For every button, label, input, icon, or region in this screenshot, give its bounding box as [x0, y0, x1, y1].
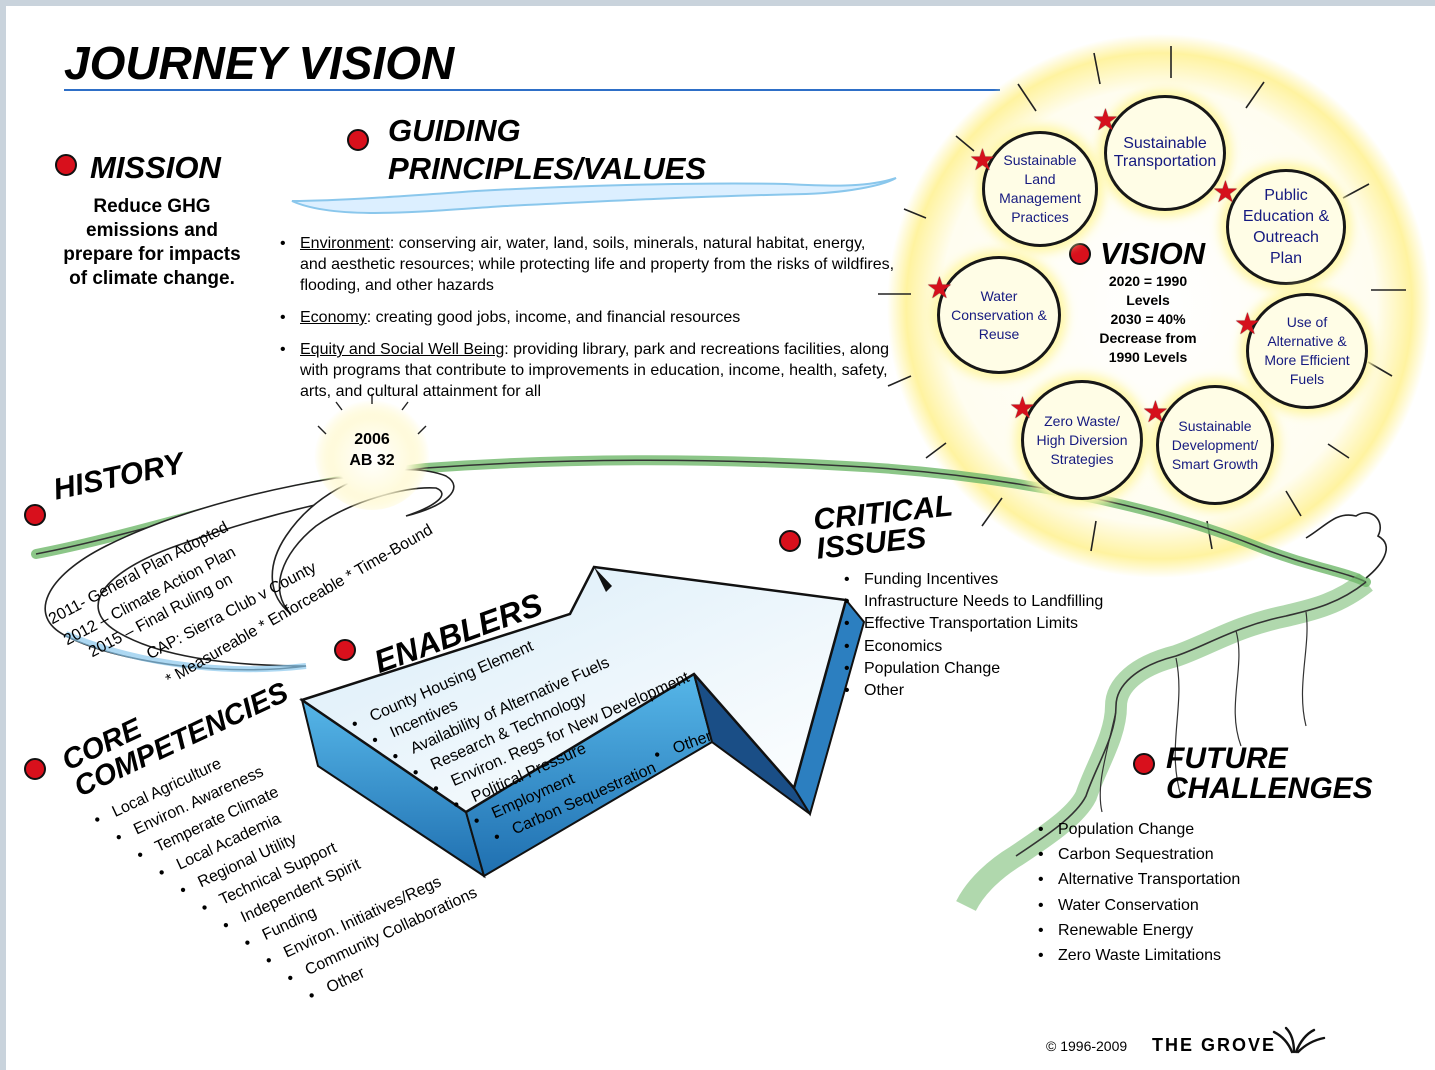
slide: JOURNEY VISION MISSION Reduce GHG emissi…: [6, 6, 1435, 1070]
future-heading: FUTURE CHALLENGES: [1166, 744, 1373, 804]
guiding-item-environment: Environment: conserving air, water, land…: [278, 233, 896, 296]
critical-item: Funding Incentives: [842, 569, 1103, 591]
vision-line: 2020 = 1990: [1108, 273, 1188, 289]
goal-label: Sustainable Land Management Practices: [999, 152, 1081, 225]
star-icon: ★: [969, 144, 996, 177]
goal-label: Water Conservation & Reuse: [951, 287, 1047, 342]
vision-bullet-icon: [1069, 243, 1091, 265]
critical-item: Population Change: [842, 658, 1103, 680]
vision-line: 2030 = 40%: [1110, 311, 1186, 327]
guiding-text: : conserving air, water, land, soils, mi…: [300, 235, 895, 294]
mission-heading: MISSION: [90, 150, 221, 185]
guiding-text: : creating good jobs, income, and financ…: [366, 309, 741, 326]
milestone-year: 2006: [354, 431, 390, 448]
milestone-label: 2006 AB 32: [332, 429, 412, 471]
critical-item: Infrastructure Needs to Landfilling: [842, 591, 1103, 613]
guiding-heading: GUIDING PRINCIPLES/VALUES: [388, 112, 706, 188]
future-item: Population Change: [1036, 817, 1240, 842]
goal-label: Use of Alternative & More Efficient Fuel…: [1264, 314, 1350, 387]
future-item: Zero Waste Limitations: [1036, 943, 1240, 968]
core-bullet-icon: [24, 758, 46, 780]
cliff-cloud: [1305, 512, 1388, 579]
goal-alternative-fuels: Use of Alternative & More Efficient Fuel…: [1246, 293, 1368, 409]
guiding-cloud: [291, 177, 897, 214]
mission-text: Reduce GHG emissions and prepare for imp…: [63, 196, 241, 289]
goal-public-education: Public Education & Outreach Plan: [1226, 169, 1346, 285]
guiding-item-equity: Equity and Social Well Being: providing …: [278, 339, 896, 402]
star-icon: ★: [1234, 308, 1261, 341]
goal-land-management: Sustainable Land Management Practices: [982, 131, 1098, 247]
milestone-law: AB 32: [349, 452, 395, 469]
future-item: Water Conservation: [1036, 893, 1240, 918]
goal-sustainable-transportation: Sustainable Transportation: [1104, 95, 1226, 211]
goal-zero-waste: Zero Waste/ High Diversion Strategies: [1021, 380, 1143, 500]
guiding-bullet-icon: [347, 129, 369, 151]
guiding-list: Environment: conserving air, water, land…: [278, 233, 896, 402]
page-title: JOURNEY VISION: [64, 37, 455, 89]
star-icon: ★: [926, 272, 953, 305]
star-icon: ★: [1009, 392, 1036, 425]
goal-label: Public Education & Outreach Plan: [1242, 187, 1330, 267]
guiding-item-economy: Economy: creating good jobs, income, and…: [278, 307, 896, 328]
history-bullet-icon: [24, 504, 46, 526]
star-icon: ★: [1092, 104, 1119, 137]
goal-water-conservation: Water Conservation & Reuse: [937, 256, 1061, 374]
future-item: Alternative Transportation: [1036, 867, 1240, 892]
milestone-sun: [314, 394, 430, 510]
vision-line: Decrease from: [1099, 330, 1197, 346]
goal-label: Zero Waste/ High Diversion Strategies: [1036, 412, 1128, 467]
enablers-bullet-icon: [334, 639, 356, 661]
future-list: Population Change Carbon Sequestration A…: [1036, 817, 1240, 968]
star-icon: ★: [1142, 396, 1169, 429]
guiding-term: Environment: [300, 235, 390, 252]
future-item: Carbon Sequestration: [1036, 842, 1240, 867]
vision-line: Levels: [1126, 292, 1170, 308]
future-heading-line2: CHALLENGES: [1166, 772, 1373, 805]
vision-target: 2020 = 1990 Levels 2030 = 40% Decrease f…: [1078, 272, 1218, 367]
brand-name: THE GROVE: [1152, 1035, 1277, 1055]
critical-item: Other: [842, 680, 1103, 702]
future-heading-line1: FUTURE: [1166, 742, 1288, 775]
mission-bullet-icon: [55, 154, 77, 176]
guiding-heading-line2: PRINCIPLES/VALUES: [388, 151, 707, 186]
cliff-edge: [1015, 581, 1367, 857]
future-item: Renewable Energy: [1036, 918, 1240, 943]
future-bullet-icon: [1133, 753, 1155, 775]
critical-bullet-icon: [779, 530, 801, 552]
guiding-term: Equity and Social Well Being: [300, 341, 505, 358]
vision-heading: VISION: [1100, 236, 1206, 271]
goal-label: Sustainable Transportation: [1113, 135, 1217, 170]
vision-line: 1990 Levels: [1108, 349, 1188, 365]
guiding-text: : providing library, park and recreation…: [300, 341, 890, 400]
star-icon: ★: [1212, 176, 1239, 209]
goal-label: Sustainable Development/ Smart Growth: [1171, 417, 1259, 472]
critical-item: Effective Transportation Limits: [842, 613, 1103, 635]
critical-list: Funding Incentives Infrastructure Needs …: [842, 569, 1103, 702]
goal-smart-growth: Sustainable Development/ Smart Growth: [1156, 385, 1274, 505]
copyright: © 1996-2009: [1046, 1038, 1128, 1054]
critical-item: Economics: [842, 636, 1103, 658]
guiding-heading-line1: GUIDING: [388, 113, 521, 148]
guiding-term: Economy: [300, 309, 367, 326]
